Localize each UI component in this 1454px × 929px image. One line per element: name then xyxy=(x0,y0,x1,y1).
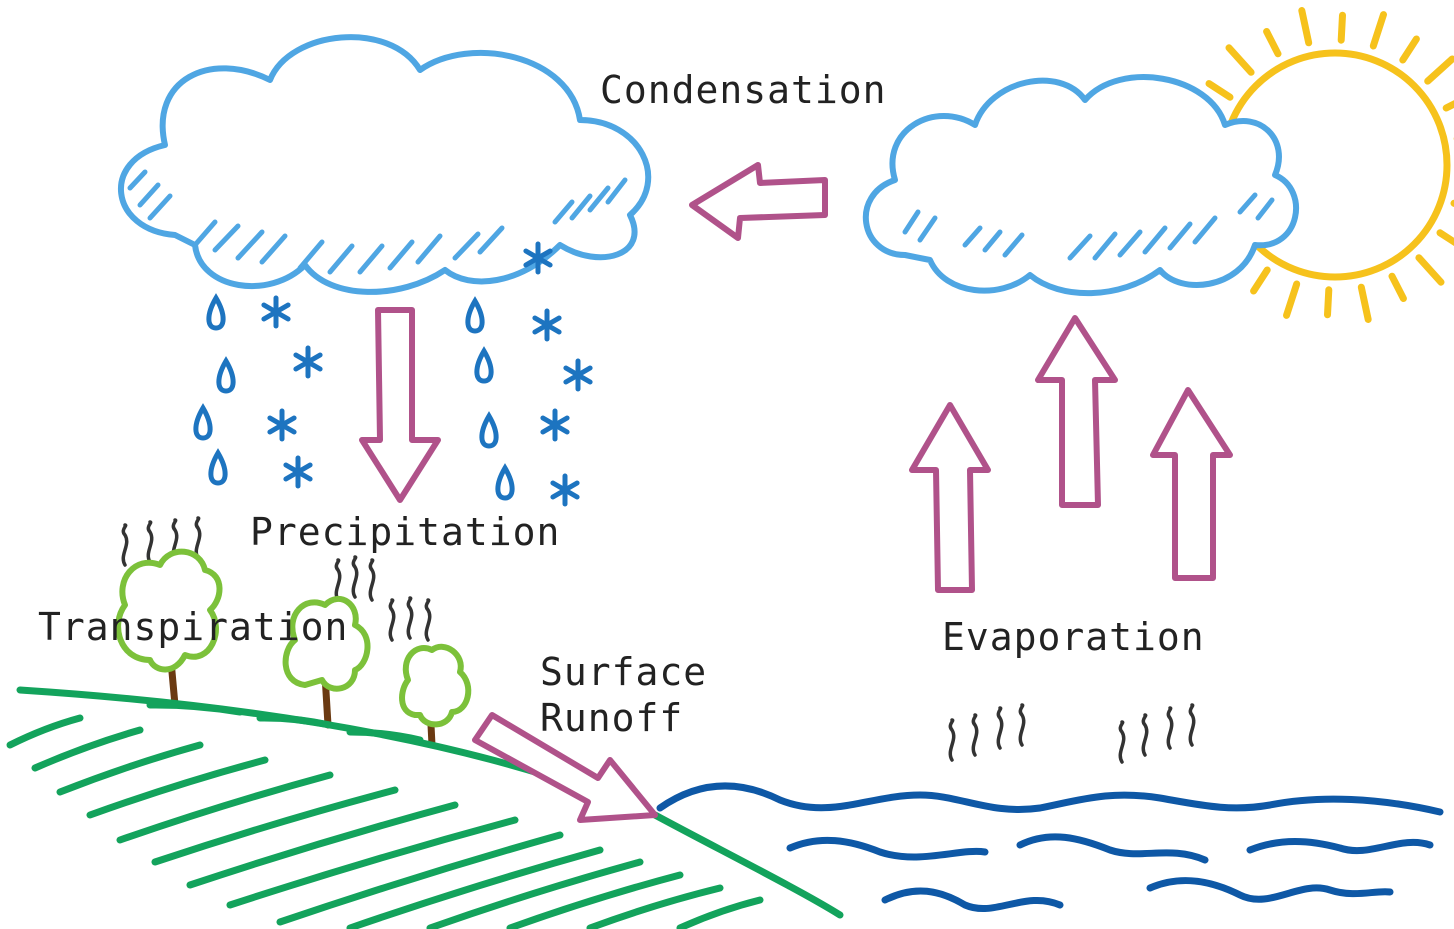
label-surface-runoff-1: Surface xyxy=(540,650,708,694)
sun-ray xyxy=(1369,11,1387,50)
tree-icon-1 xyxy=(115,548,223,709)
vapor-line xyxy=(971,713,979,757)
snowflake-icon xyxy=(540,408,570,442)
snowflake-icon xyxy=(261,295,291,329)
sun-ray xyxy=(1225,44,1255,76)
raindrops xyxy=(193,293,515,501)
vapor-line xyxy=(1018,703,1026,747)
vapor-line xyxy=(334,558,342,602)
land-hatch-stroke xyxy=(146,701,244,716)
sun-ray xyxy=(1442,100,1454,112)
land-hatch-stroke xyxy=(276,831,564,926)
label-precipitation: Precipitation xyxy=(250,510,561,554)
cloud-icon-right xyxy=(862,74,1299,297)
land-hatch-stroke xyxy=(186,801,459,889)
evaporation-arrow-middle xyxy=(1035,315,1118,508)
land-hill xyxy=(6,686,844,929)
vapor-line xyxy=(194,516,202,560)
vapor-line xyxy=(1166,706,1174,750)
sun-ray xyxy=(1250,266,1271,295)
evaporation-arrow-right xyxy=(1150,387,1233,581)
land-hatch-stroke xyxy=(586,884,724,929)
evaporation-arrows xyxy=(909,315,1233,593)
land-hatch-stroke xyxy=(116,771,334,844)
vapor-line xyxy=(996,706,1004,750)
vapor-line xyxy=(351,555,359,599)
label-evaporation: Evaporation xyxy=(942,615,1205,659)
land-hatch-stroke xyxy=(151,786,399,866)
land-hatch-stroke xyxy=(346,728,424,744)
snowflake-icon xyxy=(283,455,313,489)
vapor-line xyxy=(406,596,414,640)
snowflake-icon xyxy=(563,358,593,392)
sun-ray xyxy=(1415,254,1445,286)
sun-ray xyxy=(1263,28,1282,58)
cloud-icon-left xyxy=(117,34,652,295)
sun-ray xyxy=(1283,280,1301,319)
land-hatch-stroke xyxy=(426,858,644,929)
sun-ray xyxy=(1399,35,1420,64)
tree-icon-3 xyxy=(399,643,472,749)
land-hatch-stroke xyxy=(676,896,764,929)
sun-ray xyxy=(1337,11,1346,44)
land-hatch-stroke xyxy=(346,846,604,929)
raindrop-icon xyxy=(465,296,485,334)
land-hatch-stroke xyxy=(31,726,144,772)
label-surface-runoff-2: Runoff xyxy=(540,696,684,740)
land-hatch-stroke xyxy=(86,756,269,819)
trees xyxy=(115,548,472,749)
vapor-line xyxy=(1118,720,1126,764)
snowflake-icon xyxy=(523,241,553,275)
tree-icon-2 xyxy=(282,596,371,729)
snowflake-icon xyxy=(550,473,580,507)
label-condensation: Condensation xyxy=(600,68,887,112)
sun-ray xyxy=(1388,272,1407,302)
vapor-lines xyxy=(121,516,1196,764)
snowflake-icon xyxy=(267,408,297,442)
vapor-line xyxy=(948,718,956,762)
sun-ray xyxy=(1324,286,1333,319)
raindrop-icon xyxy=(208,448,228,486)
snowflakes xyxy=(261,241,593,507)
evaporation-arrow-left xyxy=(909,402,991,593)
condensation-arrow xyxy=(689,162,828,241)
water-waves xyxy=(656,782,1444,913)
vapor-line xyxy=(424,598,432,642)
raindrop-icon xyxy=(495,463,515,501)
raindrop-icon xyxy=(479,411,499,449)
raindrop-icon xyxy=(474,346,494,384)
land-hatch-stroke xyxy=(6,714,84,749)
sun-ray xyxy=(1424,55,1454,85)
vapor-line xyxy=(368,558,376,602)
raindrop-icon xyxy=(206,293,226,331)
land-hatch-stroke xyxy=(256,714,334,729)
vapor-line xyxy=(388,598,396,642)
sun-ray xyxy=(1298,7,1313,47)
sun-ray xyxy=(1357,283,1372,323)
precipitation-arrow xyxy=(359,307,441,503)
label-transpiration: Transpiration xyxy=(38,605,349,649)
surface-runoff-arrow xyxy=(472,712,658,823)
snowflake-icon xyxy=(293,345,323,379)
sun-ray xyxy=(1205,80,1234,101)
vapor-line xyxy=(1188,703,1196,747)
land-hatch-stroke xyxy=(226,816,519,909)
land-hatch-stroke xyxy=(56,741,204,796)
snowflake-icon xyxy=(532,308,562,342)
sun-ray xyxy=(1436,229,1454,247)
raindrop-icon xyxy=(216,356,236,394)
vapor-line xyxy=(146,520,154,564)
raindrop-icon xyxy=(193,403,213,441)
land-hatch-stroke xyxy=(506,871,684,929)
vapor-line xyxy=(121,523,129,567)
vapor-line xyxy=(1141,713,1149,757)
